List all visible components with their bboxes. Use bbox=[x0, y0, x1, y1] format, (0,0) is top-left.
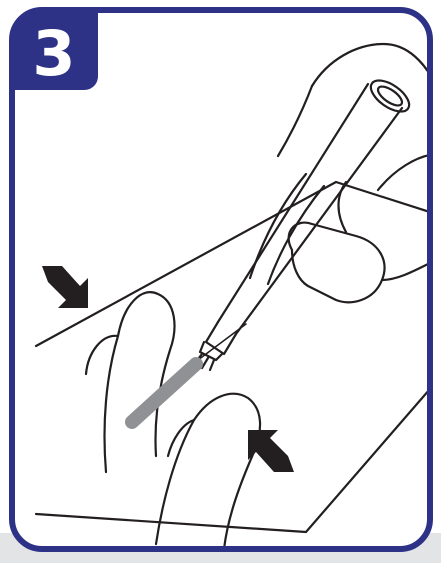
illustration-panel: 3 bbox=[6, 4, 436, 555]
step-number: 3 bbox=[32, 17, 75, 90]
panel-background bbox=[12, 10, 430, 549]
step-badge: 3 bbox=[12, 10, 98, 90]
